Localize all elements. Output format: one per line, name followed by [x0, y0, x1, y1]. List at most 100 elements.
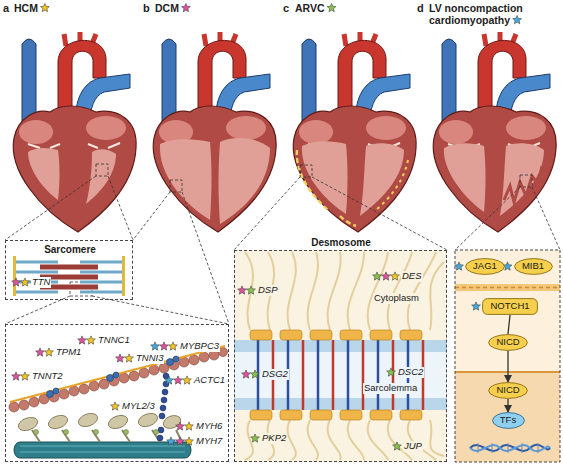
- filament-drawing-part-part: [69, 386, 79, 396]
- zoom-leader-part: [455, 187, 560, 250]
- sarcomere-drawing-part-part: [80, 261, 122, 264]
- protein-oval-outline: [489, 383, 528, 399]
- disease-star: [183, 376, 192, 384]
- sarcomere-drawing-part: [13, 256, 16, 296]
- zoom-leader-part: [5, 296, 229, 324]
- filament-drawing-part-part: [173, 356, 179, 362]
- disease-star: [45, 348, 54, 356]
- desmosome-drawing-part-part: [280, 410, 302, 420]
- disease-star: [167, 437, 176, 445]
- lvnc-heart-part: [444, 143, 486, 212]
- gene-label: DES: [401, 271, 423, 282]
- desmosome-drawing-part-part: [308, 420, 318, 460]
- filament-drawing-part-part: [64, 430, 69, 435]
- desmosome-drawing-part: [234, 250, 447, 462]
- zoom-panel: SarcomereTTN: [5, 240, 133, 300]
- desmosome-drawing-part-part: [400, 330, 422, 340]
- disease-star: [247, 286, 256, 294]
- zoom-leader-part: [234, 177, 447, 250]
- notch-drawing-part: [455, 287, 560, 289]
- filament-drawing-part-part: [9, 402, 19, 412]
- desmosome-drawing-part-part: [280, 330, 302, 340]
- desmosome-drawing-part-part: [328, 252, 341, 330]
- disease-star: [513, 16, 522, 24]
- hcm-heart-part: [13, 32, 136, 232]
- filament-drawing-part-part: [158, 427, 164, 433]
- desmosome-drawing-part-part: [430, 420, 444, 456]
- disease-star: [78, 336, 87, 344]
- disease-star: [151, 342, 160, 350]
- disease-star: [373, 272, 382, 280]
- filament-drawing-part-part: [119, 373, 129, 383]
- notch-drawing-part: [455, 372, 560, 462]
- protein-oval: JAG1: [465, 258, 505, 275]
- sarcomere-drawing-part: [122, 256, 125, 296]
- disease-star: [21, 372, 30, 380]
- arvc-heart: [293, 32, 416, 232]
- filament-drawing-part-part: [162, 389, 168, 395]
- desmosome-drawing-part-part: [430, 262, 444, 330]
- disease-star: [185, 422, 194, 430]
- sarcomere-drawing-part: [16, 262, 122, 292]
- protein-name: NICD: [488, 382, 528, 399]
- arvc-heart-part: [360, 143, 404, 216]
- desmosome-drawing-part: [234, 340, 447, 352]
- desmosome-drawing-part-part: [308, 252, 318, 330]
- protein-oval-outline: [514, 259, 552, 275]
- gene-label: DSG2: [261, 369, 289, 380]
- filament-drawing-part-part: [19, 400, 29, 410]
- filament-drawing-part: [34, 430, 159, 435]
- filament-drawing-part-part: [34, 430, 39, 435]
- desmosome-drawing-part: [234, 352, 447, 398]
- lvnc-heart: [433, 32, 556, 232]
- filament-drawing-part-part: [79, 384, 89, 394]
- filament-drawing-part: [14, 442, 191, 458]
- gene-label: PKP2: [261, 433, 287, 444]
- disease-star: [387, 368, 396, 376]
- disease-star: [382, 272, 391, 280]
- desmosome-drawing-part-part: [340, 410, 362, 420]
- region-label: Cytoplasm: [373, 293, 420, 304]
- arvc-heart-part: [297, 150, 356, 226]
- gene-label: ACTC1: [193, 375, 226, 386]
- dcm-heart-part: [219, 138, 271, 224]
- desmosome-drawing-part-part: [362, 340, 365, 410]
- signal-arrow: [507, 399, 508, 412]
- protein-oval: MIB1: [514, 258, 553, 275]
- receptor-box: NOTCH1: [482, 298, 538, 315]
- filament-drawing-part: [9, 348, 228, 413]
- filament-drawing-part-part: [129, 371, 139, 381]
- signal-arrow: [508, 315, 510, 334]
- desmosome-drawing-part-part: [332, 340, 335, 410]
- desmosome-drawing-part-part: [347, 340, 350, 410]
- gene-label: MYL2/3: [121, 401, 156, 412]
- filament-drawing-part-part: [161, 397, 167, 403]
- zoom-leader-part: [300, 165, 312, 177]
- protein-oval-outline: [492, 413, 524, 429]
- desmosome-drawing: [234, 250, 447, 462]
- desmosome-drawing-part-part: [317, 340, 320, 410]
- gene-label: JUP: [403, 441, 423, 452]
- desmosome-drawing-part-part: [348, 420, 364, 460]
- arvc-heart-part: [376, 160, 408, 210]
- disease-star: [36, 348, 45, 356]
- desmosome-drawing-part-part: [288, 252, 296, 330]
- notch-drawing-part: [478, 443, 538, 453]
- hcm-heart-part: [28, 148, 60, 200]
- zoom-leader-part: [96, 164, 108, 176]
- desmosome-drawing-part-part: [368, 420, 388, 460]
- protein-name: NOTCH1: [482, 298, 538, 315]
- filament-drawing-part: [17, 411, 183, 433]
- protein-name: NICD: [488, 334, 528, 351]
- dcm-heart: [153, 32, 276, 232]
- sarcomere-drawing-part-part: [40, 265, 98, 270]
- filament-drawing-part-part: [124, 430, 129, 435]
- desmosome-drawing-part-part: [368, 252, 388, 330]
- disease-heading: HCM: [14, 2, 38, 14]
- filament-drawing-part-part: [189, 355, 199, 365]
- protein-oval: NICD: [488, 382, 528, 399]
- disease-star: [174, 376, 183, 384]
- desmosome-drawing-part-part: [340, 330, 362, 340]
- sarcomere-drawing-part-part: [80, 281, 122, 284]
